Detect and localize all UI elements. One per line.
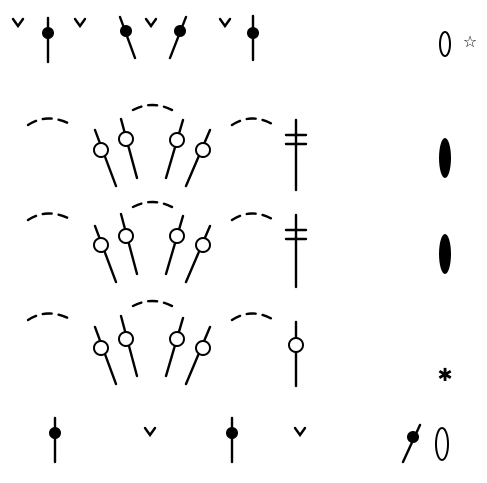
chain-arch — [26, 312, 74, 322]
filled-oval-marker — [439, 138, 451, 178]
puff-cluster — [164, 316, 212, 386]
puff-cluster — [93, 314, 139, 386]
treble-stitch — [284, 118, 308, 192]
single-crochet-stitch — [247, 14, 259, 62]
single-crochet-stitch — [118, 15, 137, 60]
row-1 — [11, 14, 259, 64]
single-crochet-stitch — [226, 416, 238, 464]
filled-oval-marker — [439, 234, 451, 274]
chain-stitch — [143, 426, 157, 438]
chain-arch — [230, 212, 276, 222]
row-4 — [26, 299, 304, 388]
chain-arch — [230, 117, 276, 127]
chain-stitch — [144, 17, 158, 29]
single-crochet-stitch — [49, 416, 61, 464]
row-5 — [49, 416, 422, 464]
open-oval-marker — [435, 427, 449, 461]
chain-stitch — [218, 17, 232, 29]
puff-cluster — [93, 117, 139, 188]
single-crochet-stitch — [42, 16, 54, 64]
single-crochet-stitch — [168, 15, 188, 60]
row-3 — [26, 200, 308, 289]
chain-arch — [26, 212, 74, 222]
chain-arch — [26, 117, 74, 127]
chain-stitch — [73, 17, 87, 29]
treble-stitch — [284, 213, 308, 289]
chain-stitch — [293, 426, 307, 438]
star-outline-icon: ☆ — [463, 32, 477, 51]
star-icon: ✱ — [437, 365, 452, 386]
side-markers: ☆ ✱ — [435, 31, 477, 461]
chain-arch — [131, 299, 174, 308]
row-2 — [26, 103, 308, 192]
open-oval-marker — [439, 31, 451, 57]
chain-arch — [230, 312, 276, 322]
puff-cluster — [164, 118, 212, 188]
single-crochet-stitch — [401, 423, 422, 464]
puff-cluster — [93, 212, 139, 284]
chain-arch — [131, 103, 174, 112]
puff-stitch — [288, 320, 304, 388]
puff-cluster — [164, 214, 212, 284]
chain-arch — [131, 200, 174, 209]
chain-stitch — [11, 17, 25, 29]
